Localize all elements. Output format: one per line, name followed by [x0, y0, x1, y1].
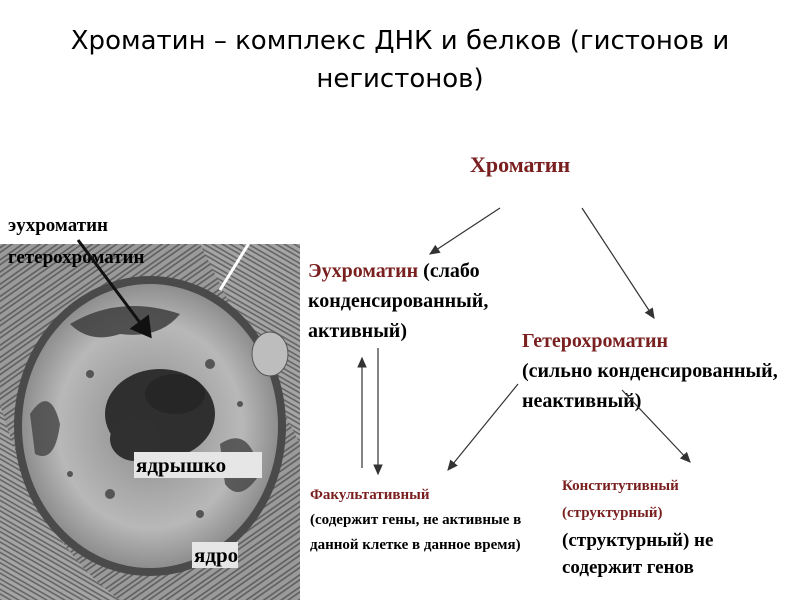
nucleus-label: ядро — [192, 542, 239, 568]
constitutive-box: Конститутивный (структурный) (структурный)… — [562, 473, 792, 581]
heterochromatin-desc: (сильно конденсированный, неактивный) — [522, 360, 778, 412]
pointer-euchromatin — [76, 239, 152, 339]
arrow-to-constitutive — [621, 389, 691, 463]
arrow-to-heterochromatin — [581, 207, 655, 320]
facultative-name: Факультативный — [310, 487, 430, 503]
arrow-to-euchromatin — [428, 207, 501, 255]
constitutive-desc: (структурный) не содержит генов — [562, 530, 714, 578]
cell-micrograph-image — [0, 244, 300, 600]
nucleolus-label: ядрышко — [134, 452, 262, 478]
arrow-to-facultative — [447, 383, 519, 471]
euchromatin-name: Эухроматин — [308, 260, 419, 282]
chromatin-heading: Хроматин — [470, 152, 571, 177]
facultative-box: Факультативный (содержит гены, не активны… — [310, 483, 550, 558]
euchromatin-box: Эухроматин (слабо конденсированный, акти… — [308, 256, 548, 346]
heterochromatin-label: гетерохроматин — [8, 247, 145, 268]
constitutive-sub: (структурный) — [562, 505, 663, 521]
euchromatin-label: эухроматин — [8, 215, 108, 236]
facultative-desc: (содержит гены, не активные в данной кле… — [310, 512, 522, 553]
heterochromatin-name: Гетерохроматин — [522, 330, 668, 352]
page-title: Хроматин – комплекс ДНК и белков (гистон… — [70, 26, 730, 94]
pointer-heterochromatin — [218, 221, 264, 291]
heterochromatin-box: Гетерохроматин (сильно конденсированный,… — [522, 326, 792, 416]
euchromatin-desc: (слабо конденсированный, активный) — [308, 260, 489, 342]
constitutive-name: Конститутивный — [562, 478, 679, 494]
